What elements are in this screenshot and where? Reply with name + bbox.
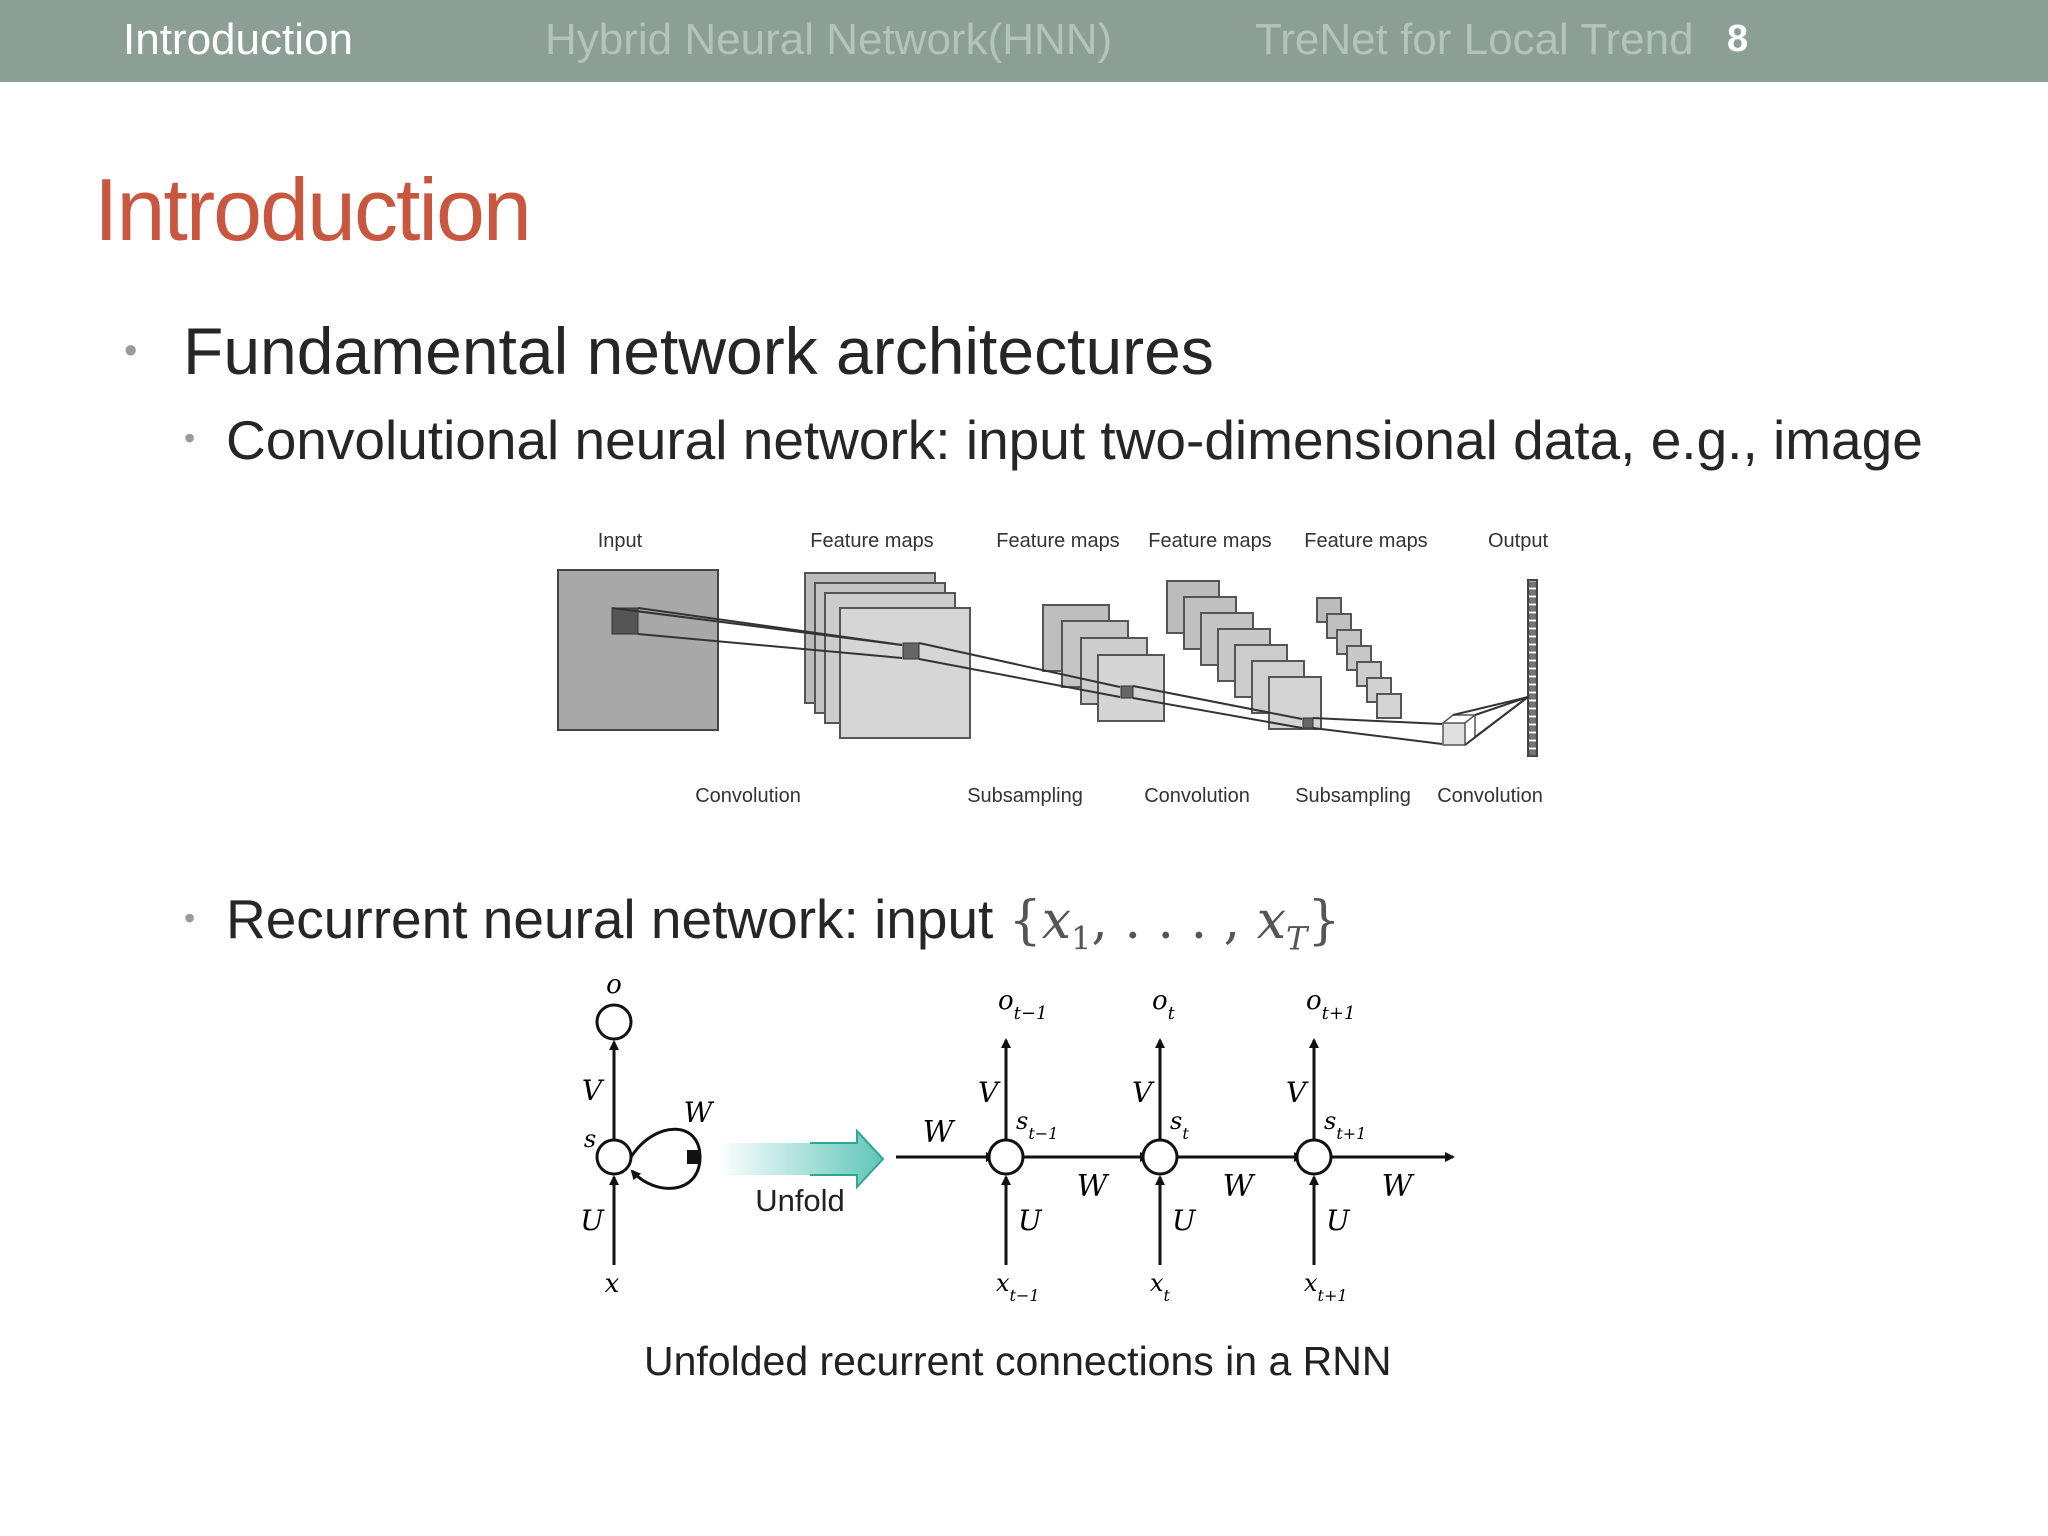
cnn-label-feature-maps-4: Feature maps [1304,530,1427,552]
output-cell [1529,669,1536,676]
bullet-fundamental-architectures: Fundamental network architectures [183,314,1214,388]
section-nav-bar: Introduction Hybrid Neural Network(HNN) … [0,0,2048,82]
bullet-dot: • [184,420,196,456]
cnn-receptive-field [611,607,639,635]
output-cell [1529,653,1536,660]
output-cell [1529,629,1536,636]
rnn-figure-caption: Unfolded recurrent connections in a RNN [644,1338,1392,1384]
state-s-label: st+1 [1324,1107,1366,1143]
hidden-state-node [1295,1138,1333,1176]
folded-U-label: U [580,1204,605,1237]
folded-x-label: x [605,1269,620,1299]
output-cell [1529,581,1536,588]
bullet-rnn-text: Recurrent neural network: input [226,888,994,950]
unfold-label: Unfold [755,1183,845,1218]
cnn-connection-lines [611,607,1529,746]
output-cell [1529,733,1536,740]
chain-W-label-2: W [1223,1169,1256,1204]
nav-item-hybrid-neural-network[interactable]: Hybrid Neural Network(HNN) [545,15,1113,64]
output-cell [1529,717,1536,724]
state-s-label: st [1170,1107,1189,1143]
hidden-state-node [987,1138,1025,1176]
weight-U-label: U [1172,1204,1197,1237]
rnn-folded-cell [595,1003,702,1265]
cnn-output-vector [1527,579,1538,757]
weight-V-label: V [1132,1076,1155,1109]
state-s-label: st−1 [1016,1107,1058,1143]
output-cell [1529,613,1536,620]
output-o-label: ot [1152,986,1176,1024]
cnn-label-output: Output [1488,530,1548,552]
output-cell [1529,693,1536,700]
cnn-input-image [557,569,719,731]
cnn-feature-maps-1 [804,572,971,739]
delay-square-icon [687,1150,701,1164]
chain-W-label-1: W [1077,1169,1110,1204]
output-cell [1529,725,1536,732]
rnn-unfold-figure: o V s W U x Unfold W W W W ot−1Vst−1Uxt−… [580,975,1455,1305]
cnn-feature-maps-3 [1166,580,1322,730]
folded-o-label: o [606,975,622,1000]
cnn-label-input: Input [598,530,643,552]
hidden-state-node [1141,1138,1179,1176]
weight-U-label: U [1018,1204,1043,1237]
output-cell [1529,709,1536,716]
folded-s-label: s [584,1125,596,1153]
cnn-feature-maps-4 [1316,597,1402,719]
chain-W-label-0: W [923,1115,956,1150]
cnn-label-convolution-3: Convolution [1437,785,1543,807]
nav-item-trenet-local-trend[interactable]: TreNet for Local Trend [1255,15,1694,64]
input-x-label: xt−1 [996,1269,1040,1305]
weight-V-label: V [978,1076,1001,1109]
output-o-label: ot+1 [1306,986,1355,1024]
output-cell [1529,741,1536,748]
bullet-dot: • [124,330,138,372]
output-cell [1529,621,1536,628]
weight-V-label: V [1286,1076,1309,1109]
folded-V-label: V [582,1074,605,1107]
cnn-label-subsampling-1: Subsampling [967,785,1083,807]
folded-W-label: W [684,1096,715,1129]
nav-item-introduction[interactable]: Introduction [123,15,353,64]
chain-W-label-3: W [1382,1169,1415,1204]
output-cell [1529,637,1536,644]
output-cell [1529,589,1536,596]
input-x-label: xt+1 [1304,1269,1348,1305]
cnn-label-convolution-1: Convolution [695,785,801,807]
cnn-label-feature-maps-2: Feature maps [996,530,1119,552]
page-number: 8 [1727,18,1749,60]
bullet-cnn: Convolutional neural network: input two-… [226,409,1923,471]
rnn-input-sequence-math: {x1, . . . , xT} [1008,891,1341,958]
cnn-label-convolution-2: Convolution [1144,785,1250,807]
cnn-label-feature-maps-3: Feature maps [1148,530,1271,552]
output-o-label: ot−1 [998,986,1047,1024]
weight-U-label: U [1326,1204,1351,1237]
input-x-label: xt [1150,1269,1171,1305]
cnn-label-feature-maps-1: Feature maps [810,530,933,552]
unfold-arrow-icon [718,1131,883,1187]
output-cell [1529,677,1536,684]
cnn-architecture-figure: Input Feature maps Feature maps Feature … [557,530,1548,807]
output-cell [1529,661,1536,668]
output-cell [1529,597,1536,604]
output-cell [1529,749,1536,756]
output-cell [1529,645,1536,652]
slide-title: Introduction [94,160,532,259]
cnn-label-subsampling-2: Subsampling [1295,785,1411,807]
cnn-feature-maps-2 [1042,604,1165,722]
output-cell [1529,701,1536,708]
output-cell [1529,685,1536,692]
bullet-rnn: Recurrent neural network: input {x1, . .… [226,885,1340,972]
bullet-dot: • [184,900,196,936]
output-cell [1529,605,1536,612]
